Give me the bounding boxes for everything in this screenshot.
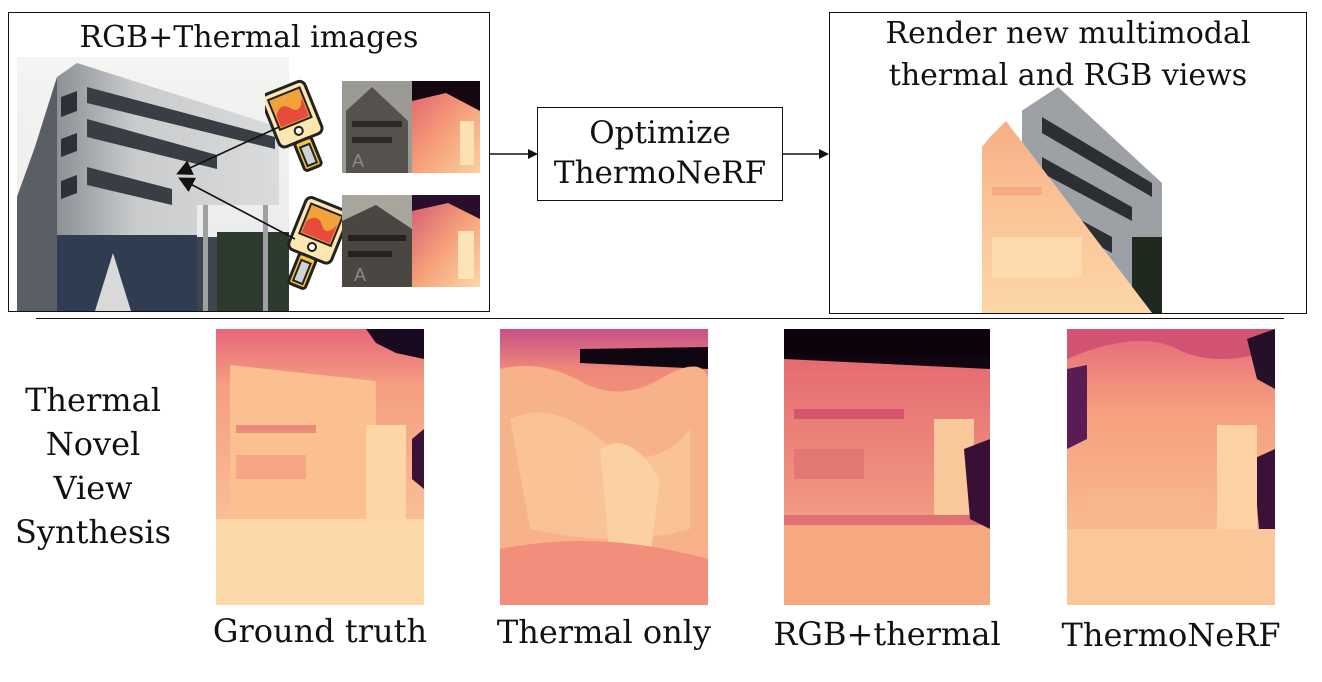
- thermal-thumbnail-2: [412, 195, 480, 287]
- thermal-camera-icon: [265, 79, 324, 172]
- camera-arrows: [176, 126, 296, 240]
- svg-text:A: A: [354, 265, 366, 285]
- rgb-thumbnail-2: A: [342, 195, 412, 287]
- rgb-thumbnail-1: A: [342, 81, 412, 173]
- optimize-box: Optimize ThermoNeRF: [537, 107, 783, 201]
- thermal-camera-icon: [287, 196, 345, 290]
- optimize-line-1: Optimize: [589, 115, 731, 151]
- row-label-line: Synthesis: [14, 513, 172, 551]
- render-line-2: thermal and RGB views: [888, 58, 1248, 93]
- input-images-panel: RGB+Thermal images: [8, 12, 490, 312]
- thermal-image-ground-truth: [216, 329, 424, 605]
- thermal-thumbnail-1: [412, 81, 480, 173]
- row-label-line: Novel: [45, 425, 141, 463]
- input-panel-title: RGB+Thermal images: [79, 20, 419, 55]
- arrow-to-render: [783, 149, 829, 159]
- row-label-line: View: [53, 469, 133, 507]
- row-label-line: Thermal: [25, 381, 161, 419]
- arrow-to-optimize: [490, 149, 538, 159]
- caption-thermonerf: ThermoNeRF: [1061, 616, 1281, 654]
- caption-ground-truth: Ground truth: [212, 612, 428, 650]
- optimize-line-2: ThermoNeRF: [553, 155, 767, 191]
- caption-rgb-thermal: RGB+thermal: [773, 615, 1001, 653]
- building-photo: [17, 57, 289, 311]
- caption-thermal-only: Thermal only: [496, 613, 712, 651]
- thermal-image-thermal-only: [500, 329, 708, 605]
- thermal-image-thermonerf: [1067, 329, 1275, 605]
- rendered-multimodal-view: [982, 87, 1162, 313]
- row-label: Thermal Novel View Synthesis: [10, 378, 176, 554]
- thermal-image-rgb-thermal: [784, 329, 990, 605]
- section-divider: [36, 318, 1284, 319]
- render-box: Render new multimodal thermal and RGB vi…: [829, 12, 1307, 314]
- render-line-1: Render new multimodal: [885, 16, 1251, 51]
- svg-text:A: A: [352, 151, 364, 171]
